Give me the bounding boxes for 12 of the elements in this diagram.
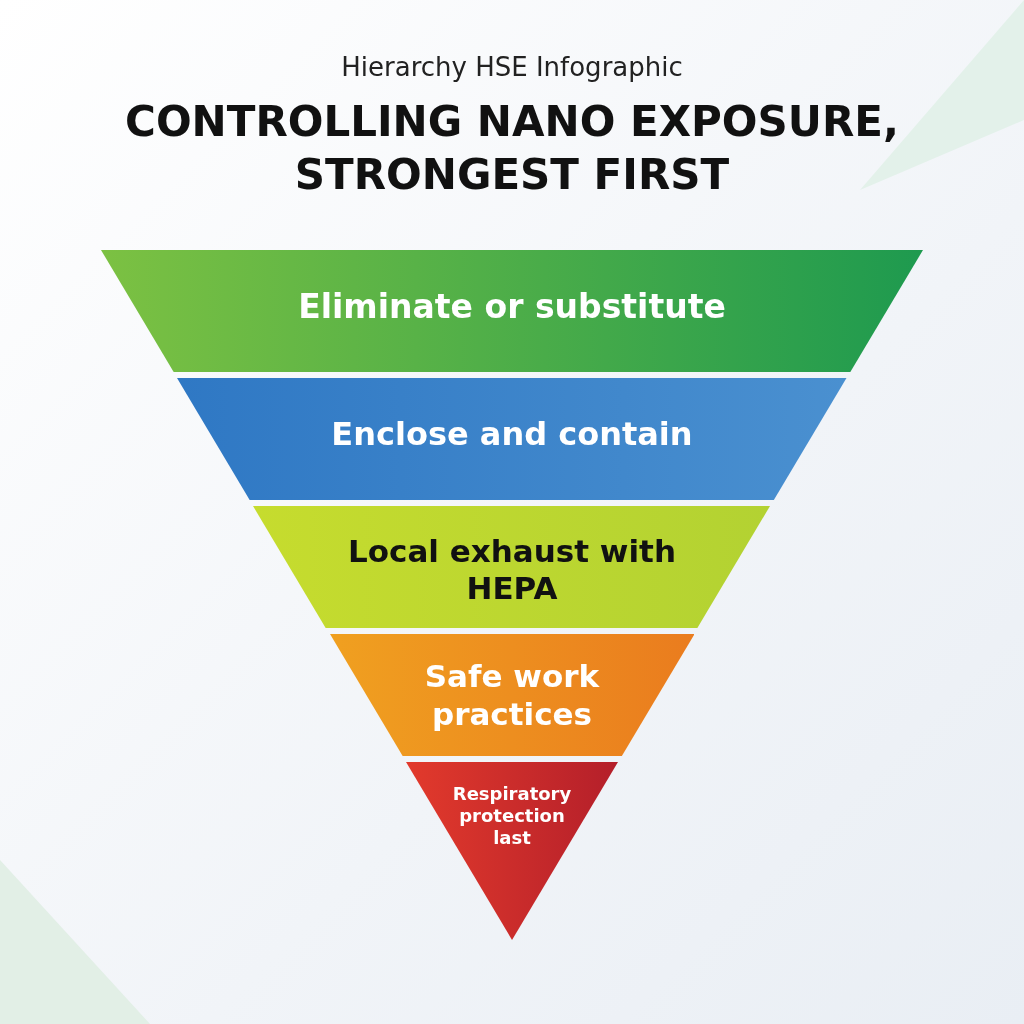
pyramid-tier: [329, 634, 695, 756]
tier-label: Local exhaust with HEPA: [346, 532, 677, 608]
tier-label: Enclose and contain: [330, 414, 694, 453]
pyramid-tier: [405, 762, 618, 940]
title: CONTROLLING NANO EXPOSURE, STRONGEST FIRST: [124, 96, 900, 201]
tier-label: Eliminate or substitute: [297, 286, 727, 327]
pyramid-tier: [101, 250, 923, 372]
subtitle: Hierarchy HSE Infographic: [340, 52, 684, 82]
tier-label: Safe work practices: [423, 658, 601, 733]
pyramid-tier: [253, 506, 771, 628]
tier-label: Respiratory protection last: [451, 783, 573, 849]
pyramid-tier: [177, 378, 847, 500]
